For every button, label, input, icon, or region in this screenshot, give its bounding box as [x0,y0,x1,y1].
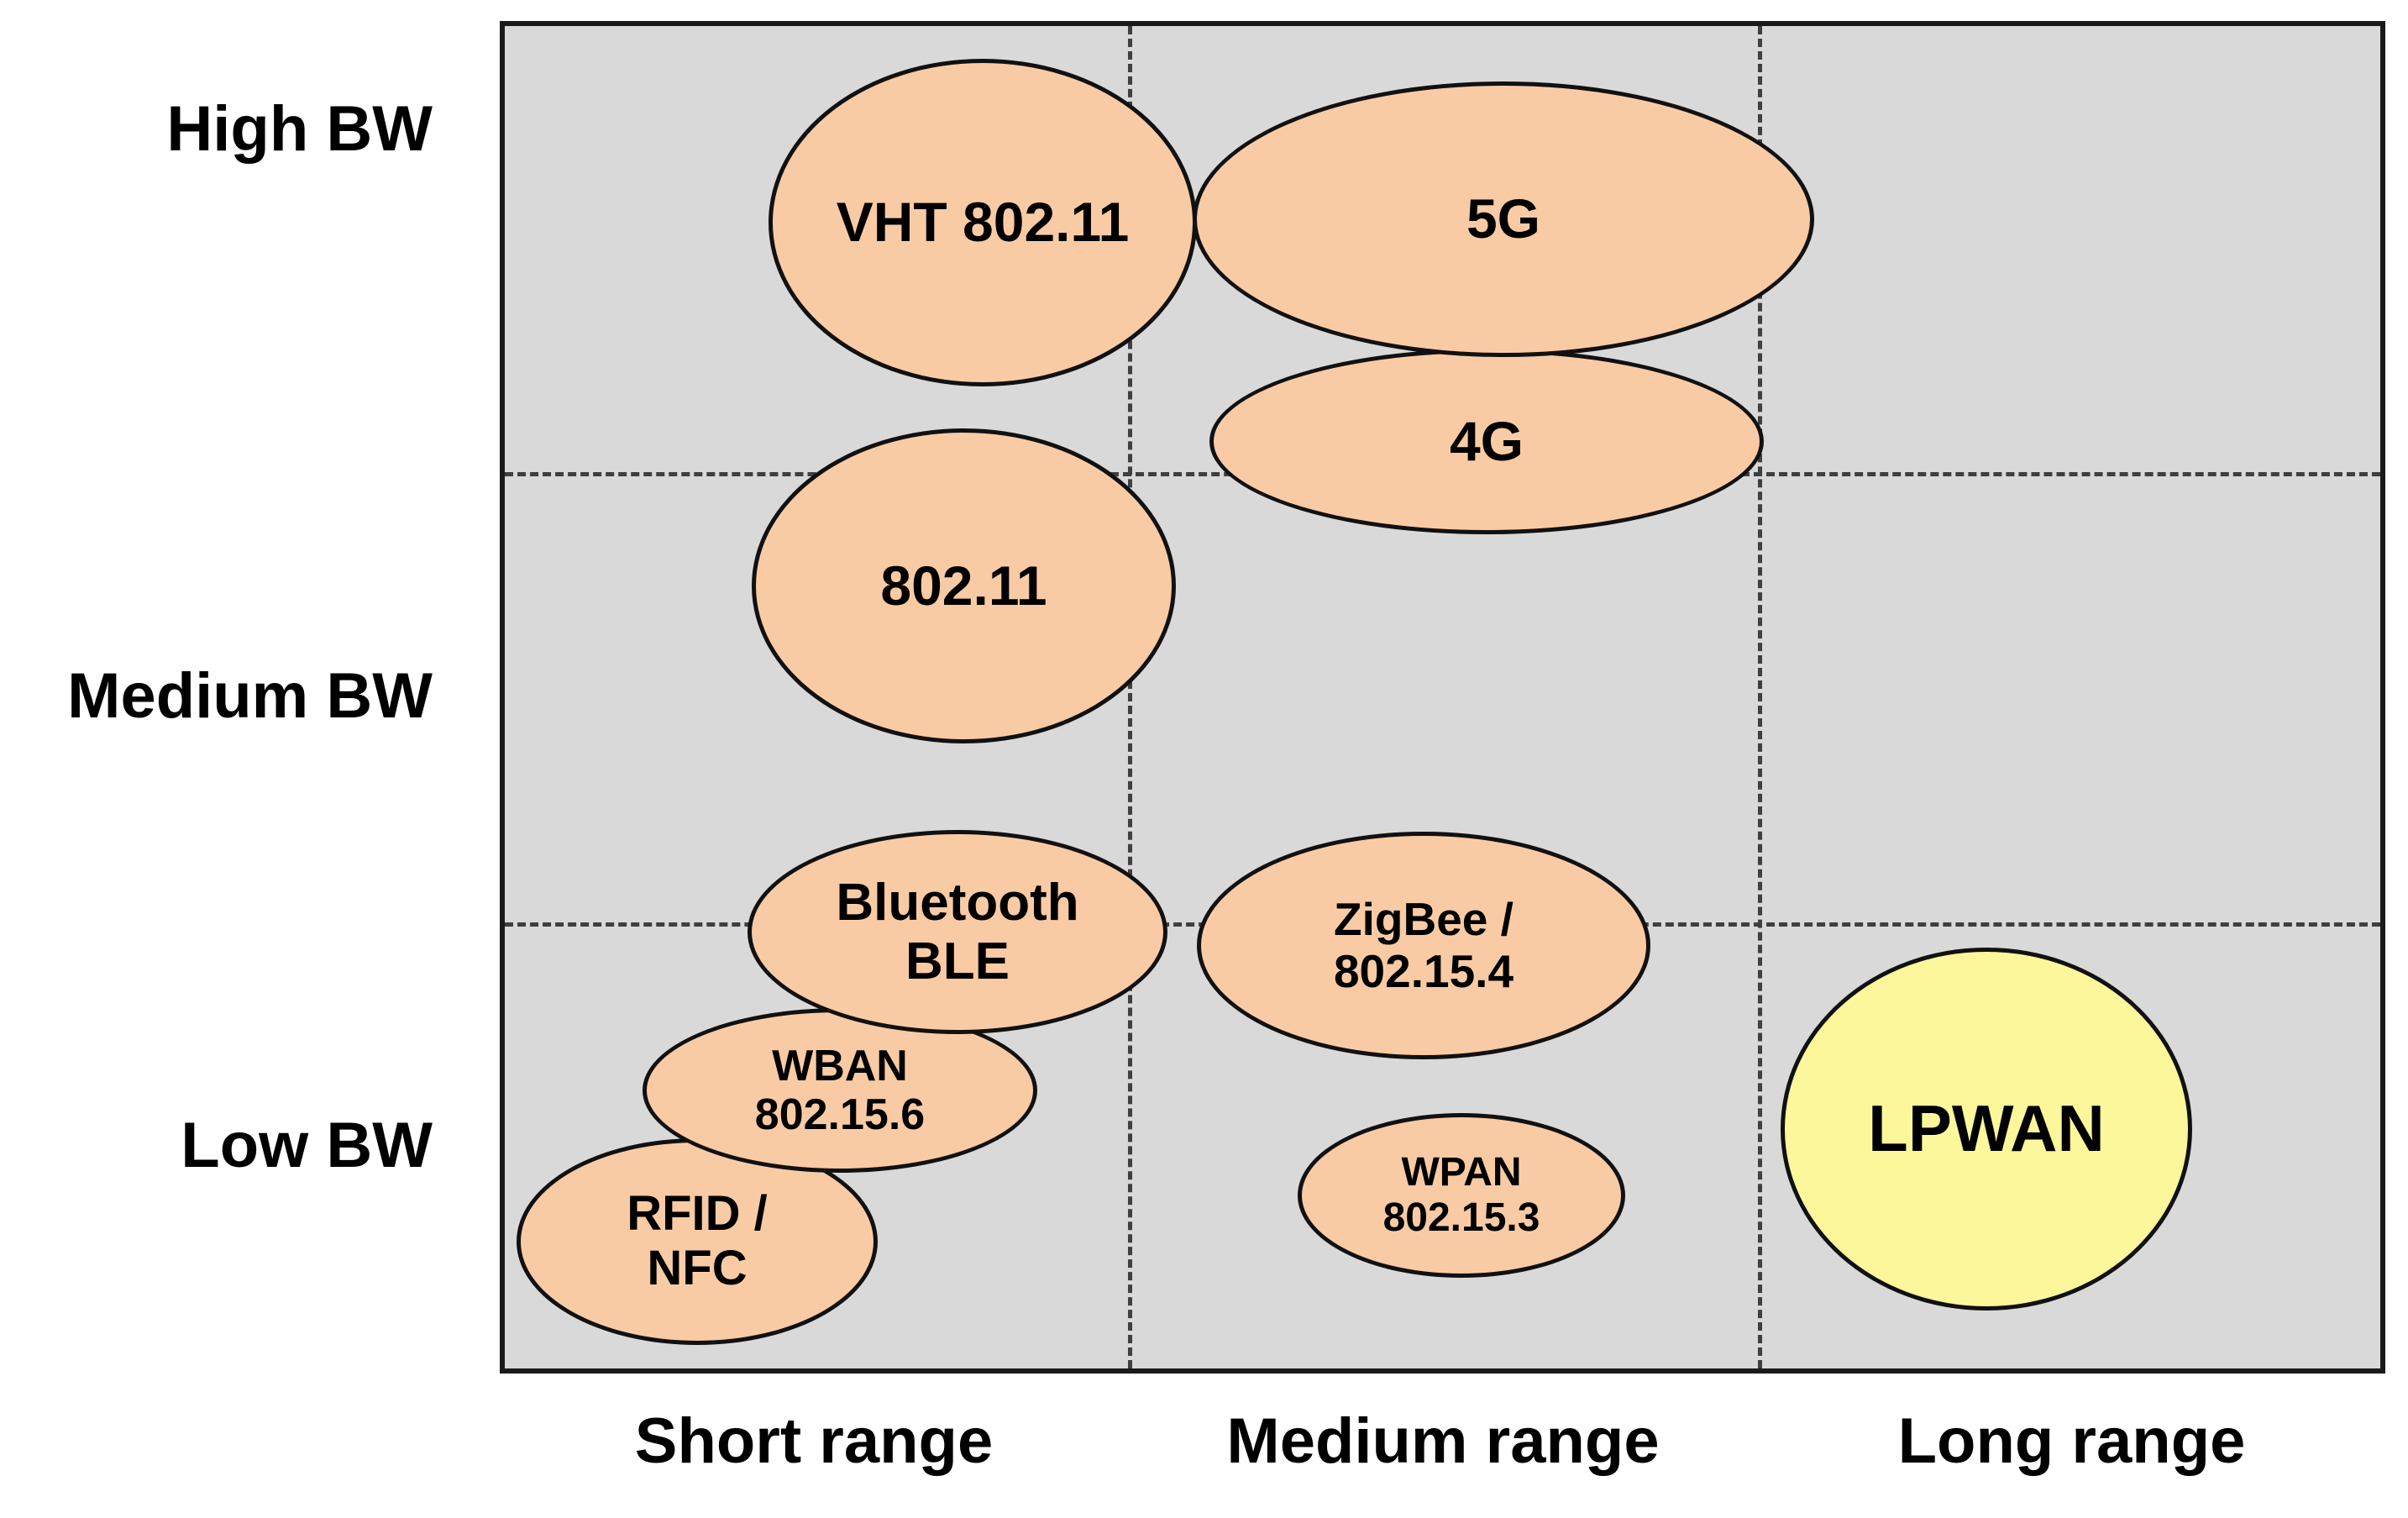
bubble-wpan-802-15-3[interactable]: WPAN 802.15.3 [1298,1113,1625,1278]
x-axis-label-long-range: Long range [1897,1405,2246,1477]
y-axis-label-medium-bw: Medium BW [67,660,433,732]
bubble-802-11[interactable]: 802.11 [752,428,1176,743]
grid-line-vertical-medium-long [1758,26,1762,1368]
bubble-bluetooth-ble[interactable]: Bluetooth BLE [748,830,1167,1034]
y-axis-label-low-bw: Low BW [181,1110,433,1181]
bubble-vht-802-11[interactable]: VHT 802.11 [769,59,1197,386]
bubble-lpwan[interactable]: LPWAN [1781,948,2192,1311]
plot-area: VHT 802.11 5G 4G 802.11 Bluetooth BLE Zi… [500,21,2385,1374]
bubble-5g[interactable]: 5G [1193,81,1814,357]
grid-line-vertical-short-medium [1128,26,1132,1368]
bubble-zigbee-802-15-4[interactable]: ZigBee / 802.15.4 [1197,832,1650,1059]
x-axis-label-medium-range: Medium range [1226,1405,1660,1477]
y-axis-label-high-bw: High BW [166,93,433,165]
x-axis-label-short-range: Short range [634,1405,994,1477]
bubble-4g[interactable]: 4G [1209,349,1764,534]
bubble-rfid-nfc[interactable]: RFID / NFC [517,1138,878,1345]
